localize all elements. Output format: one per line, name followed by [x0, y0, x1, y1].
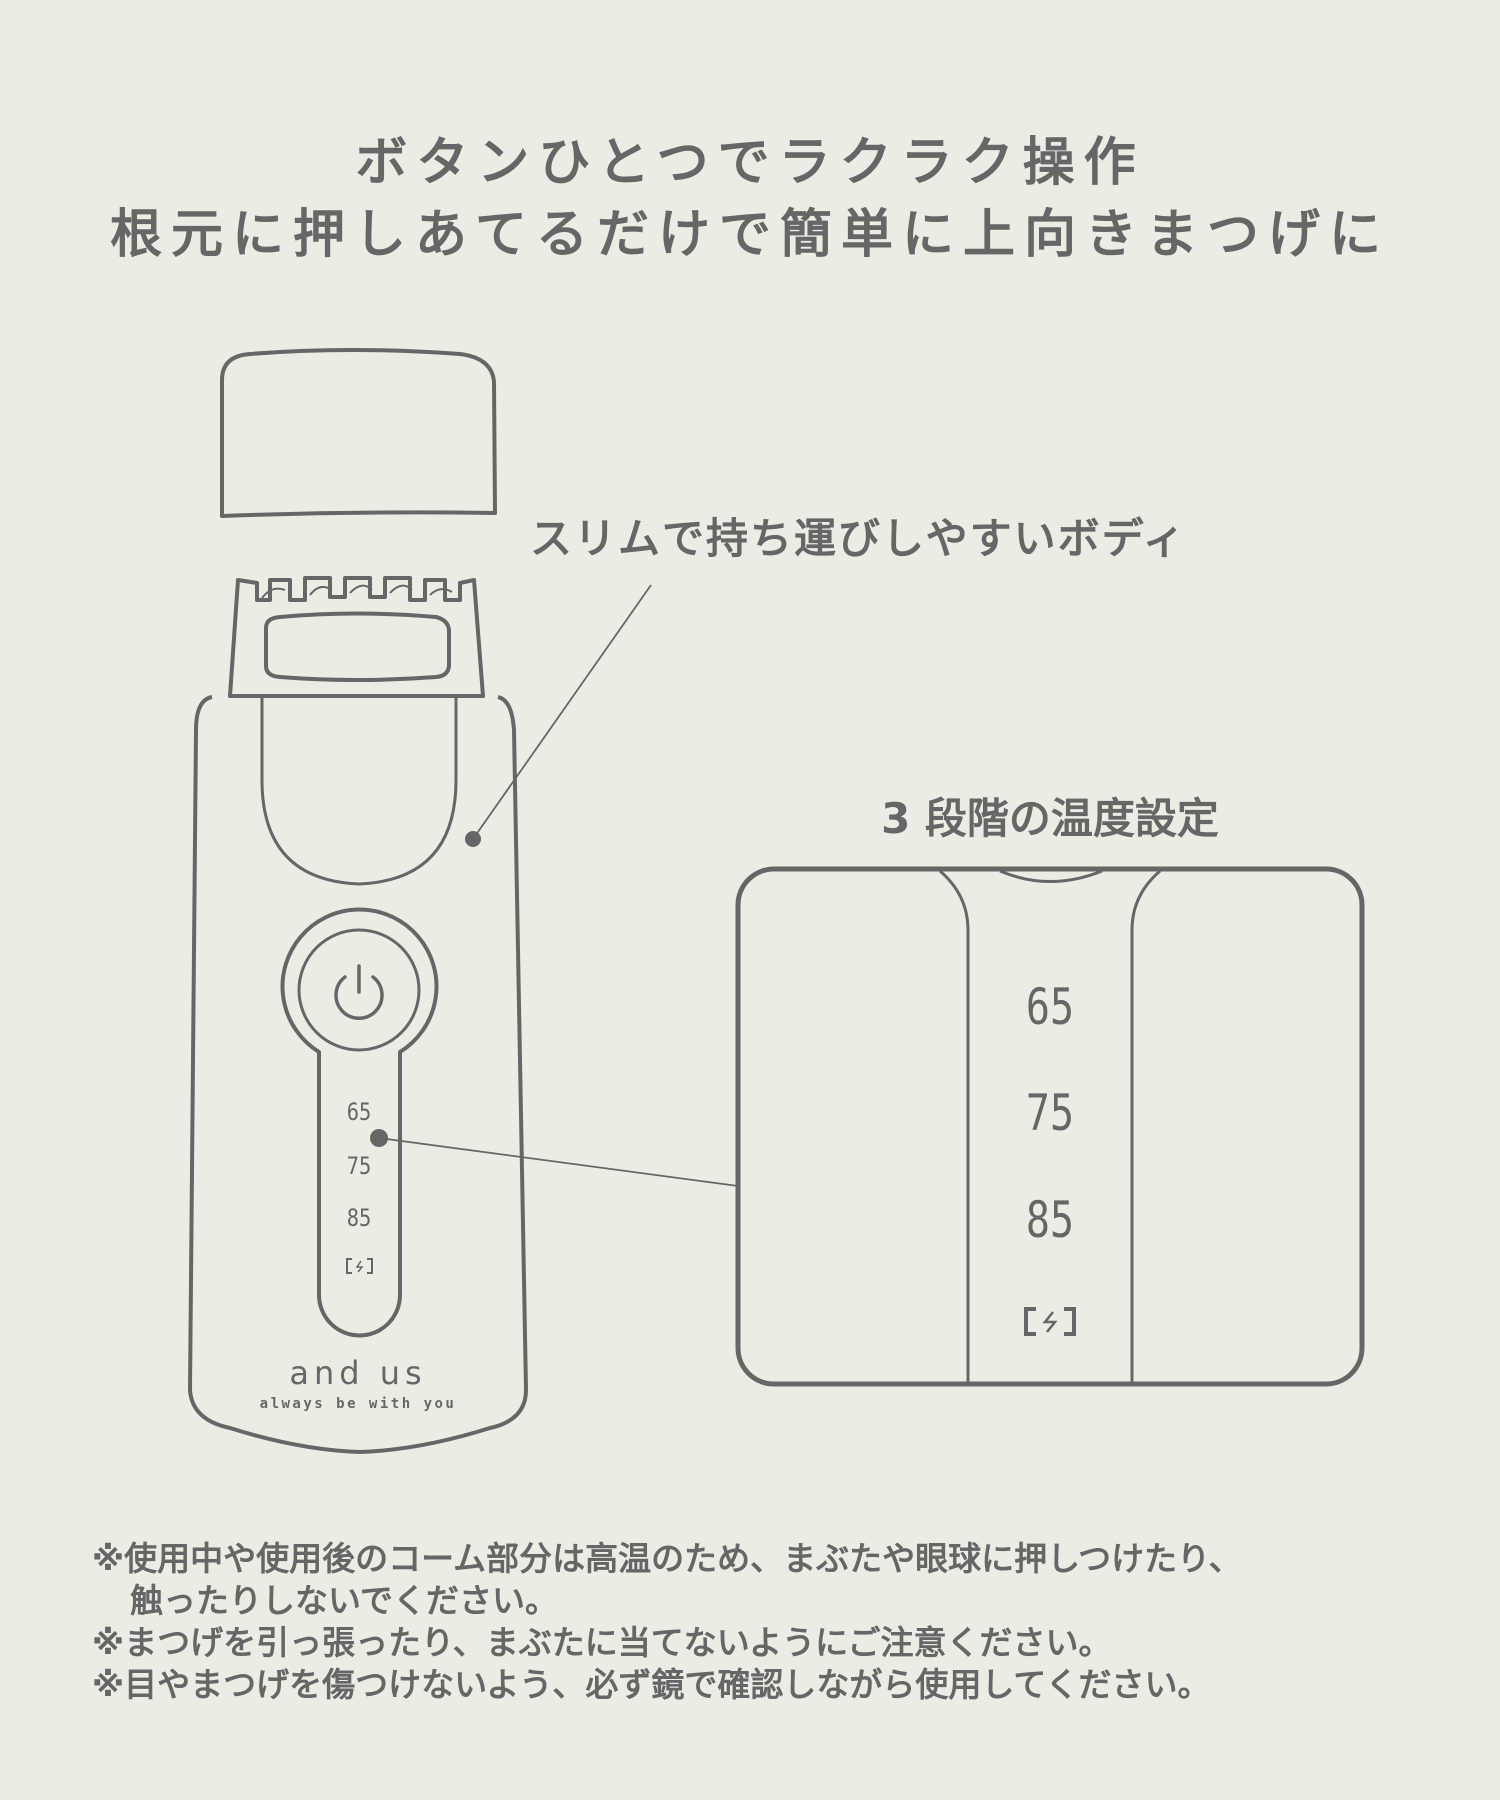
body-oval — [260, 697, 458, 886]
panel-temp-85: 85 — [1026, 1191, 1074, 1250]
brand-tagline: always be with you — [260, 1396, 457, 1412]
comb-window — [264, 611, 451, 682]
power-button[interactable] — [297, 928, 421, 1052]
display-callout-dot — [370, 1129, 388, 1147]
note-3: ※目やまつげを傷つけないよう、必ず鏡で確認しながら使用してください。 — [92, 1665, 1211, 1704]
device-temp-85: 85 — [347, 1204, 372, 1232]
battery-charging-icon — [346, 1258, 373, 1274]
power-icon — [334, 964, 384, 1020]
device-cap — [220, 348, 497, 518]
headline-line2: 根元に押しあてるだけで簡単に上向きまつげに — [110, 205, 1390, 265]
note-1-continued: 触ったりしないでください。 — [130, 1581, 559, 1620]
comb-head — [228, 576, 485, 698]
headline-line1: ボタンひとつでラクラク操作 — [355, 133, 1145, 193]
brand-logo: and us — [289, 1354, 426, 1392]
caution-notes: ※使用中や使用後のコーム部分は高温のため、まぶたや眼球に押しつけたり、 触ったり… — [92, 1538, 1242, 1706]
body-callout-dot — [465, 831, 481, 847]
panel-temp-65: 65 — [1026, 978, 1074, 1037]
note-1: ※使用中や使用後のコーム部分は高温のため、まぶたや眼球に押しつけたり、 — [92, 1539, 1242, 1578]
device-temp-65: 65 — [347, 1098, 372, 1126]
panel-frame — [735, 866, 1365, 1387]
button-stem-outline — [280, 907, 439, 1338]
note-2: ※まつげを引っ張ったり、まぶたに当てないようにご注意ください。 — [92, 1623, 1112, 1662]
body-callout-label: スリムで持ち運びしやすいボディ — [530, 514, 1187, 563]
device-body — [188, 695, 528, 1454]
device-temp-75: 75 — [347, 1152, 372, 1180]
panel-temp-75: 75 — [1026, 1084, 1074, 1143]
panel-battery-charging-icon — [1024, 1307, 1076, 1336]
temperature-callout-label: 3 段階の温度設定 — [881, 794, 1219, 843]
